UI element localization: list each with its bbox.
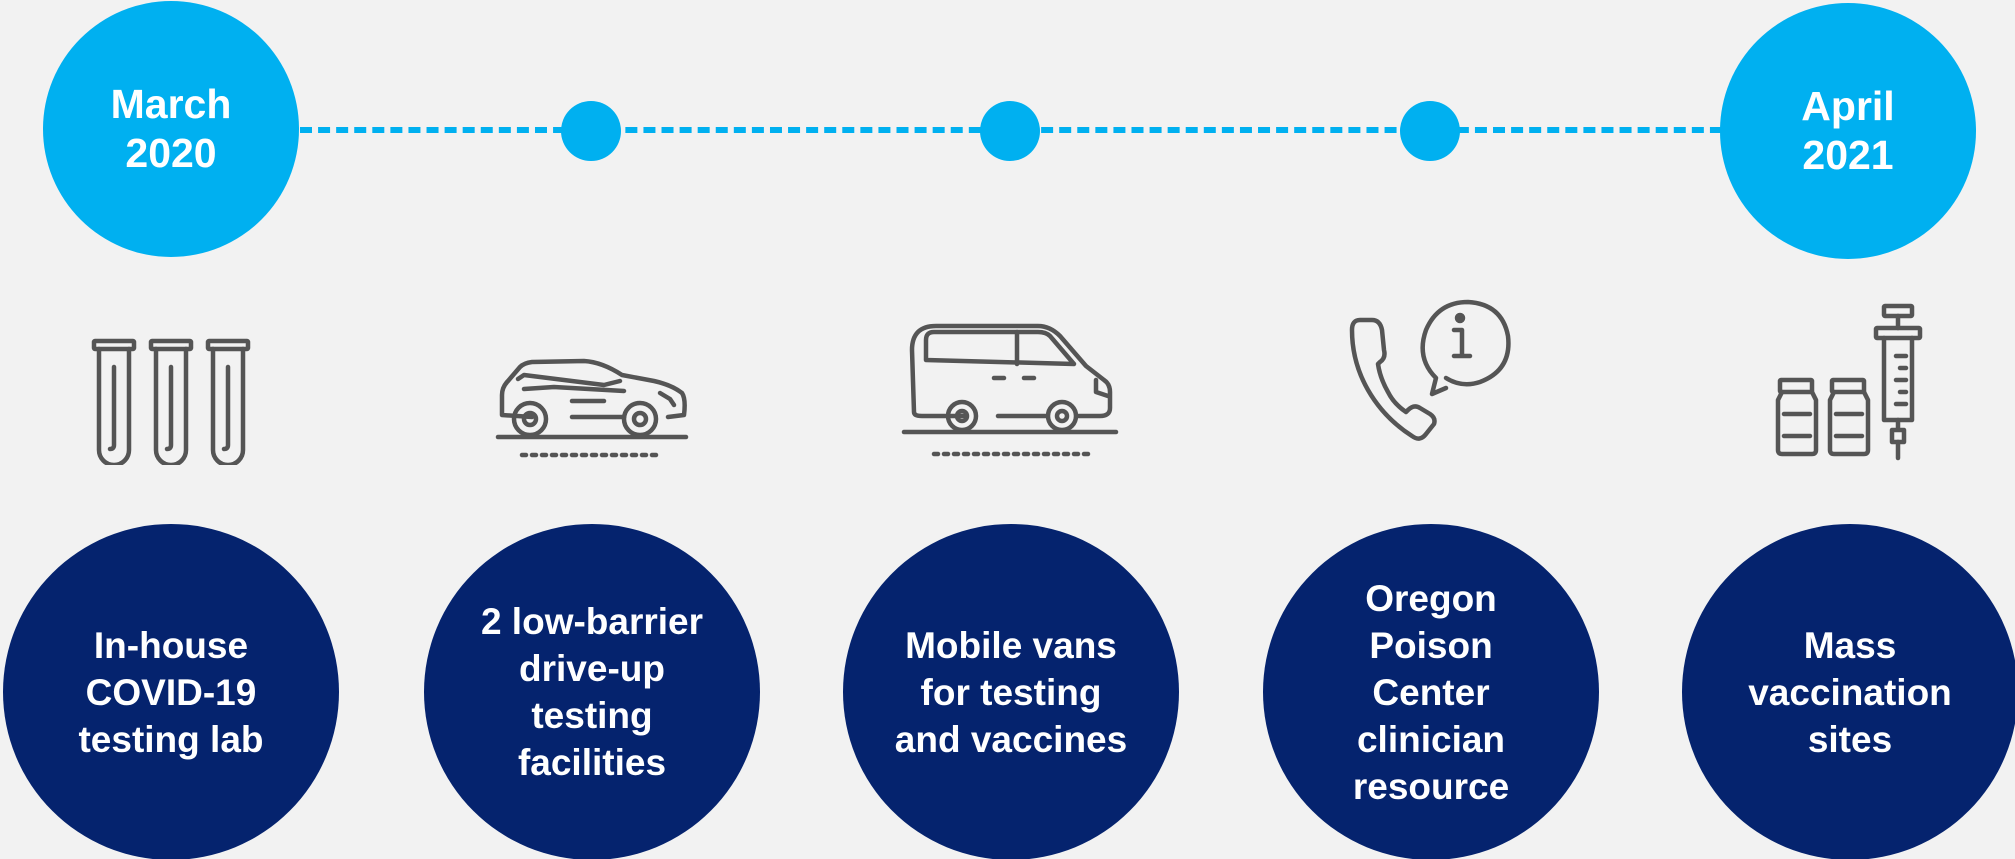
milestone-label-line: Oregon [1365,577,1497,619]
milestone-testing-lab: In-house COVID-19 testing lab [3,524,339,859]
car-icon [494,345,694,465]
milestone-label-line: drive-up [519,648,665,689]
milestone-label-line: Mass [1803,624,1897,666]
end-date-year: 2021 [1802,132,1894,178]
milestone-mobile-vans: Mobile vans for testing and vaccines [843,524,1179,859]
timeline-dot [980,101,1040,161]
end-date-circle: April 2021 [1720,3,1976,259]
milestone-label-line: Mobile vans [905,624,1117,666]
milestone-label-line: sites [1807,718,1893,760]
start-date-circle: March 2020 [43,1,299,257]
end-date-month: April [1801,83,1895,129]
milestone-drive-up-testing: 2 low-barrier drive-up testing facilitie… [424,524,760,859]
milestone-label-line: 2 low-barrier [480,601,704,642]
milestone-label-line: and vaccines [894,718,1128,760]
milestone-label-line: In-house [93,624,249,666]
timeline-dot [561,101,621,161]
milestone-label-line: resource [1352,765,1510,807]
milestone-label-line: COVID-19 [85,671,257,713]
milestone-label-line: Poison [1369,624,1493,666]
milestone-label-line: facilities [517,742,667,783]
milestone-label-line: vaccination [1748,671,1952,713]
milestone-label-line: clinician [1356,718,1506,760]
test-tubes-icon [86,335,256,465]
vaccine-vials-icon [1772,302,1932,462]
milestone-label-line: testing lab [78,718,264,760]
milestone-label-line: Center [1372,671,1490,713]
start-date-year: 2020 [125,130,217,176]
milestone-label-line: for testing [920,671,1102,713]
van-icon [900,320,1120,460]
milestone-label-line: testing [531,695,653,736]
milestone-poison-center: Oregon Poison Center clinician resource [1263,524,1599,859]
start-date-month: March [110,81,232,127]
phone-info-icon [1346,278,1516,448]
milestone-mass-vaccination: Mass vaccination sites [1682,524,2015,859]
timeline-dot [1400,101,1460,161]
